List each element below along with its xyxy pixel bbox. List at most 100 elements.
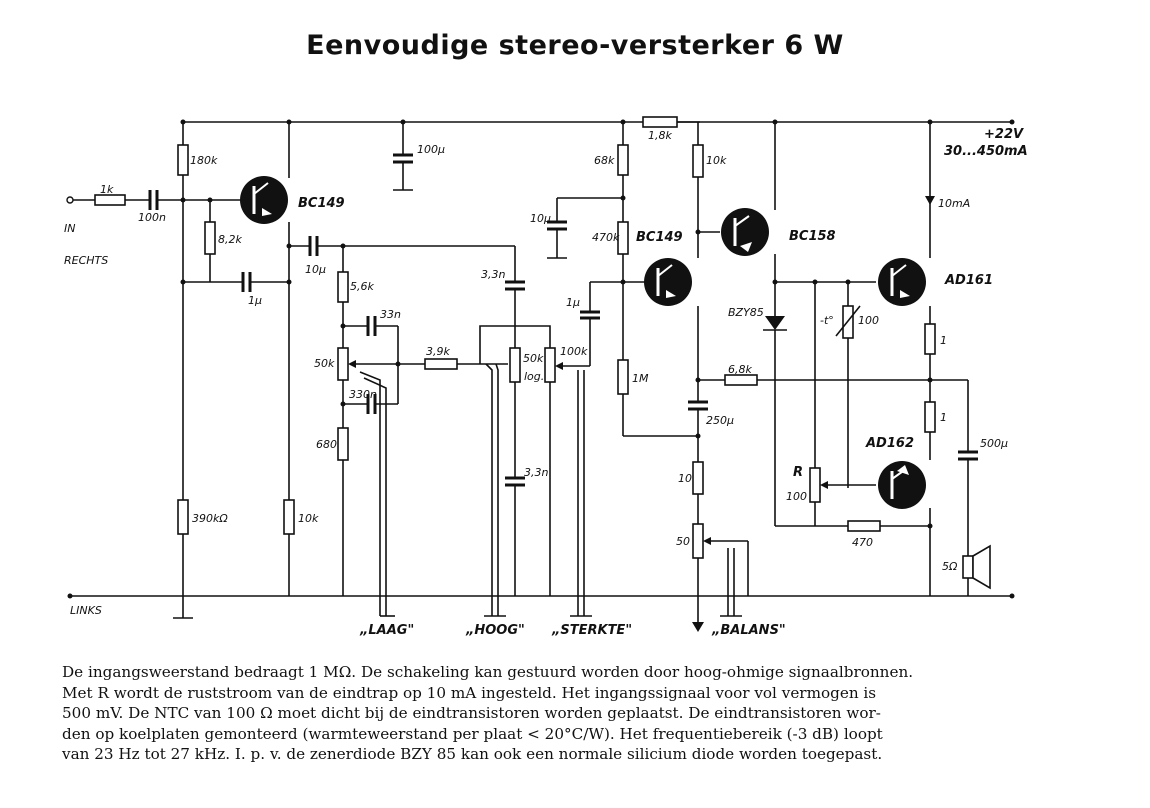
label-in: IN: [64, 222, 75, 235]
label-r470k: 470k: [592, 231, 620, 244]
ground-rail: [67, 593, 1015, 619]
label-balans: „BALANS": [711, 623, 786, 638]
label-p50k-b: 50k: [523, 352, 544, 365]
driver-stage: [547, 116, 930, 632]
label-c33n-c: 3,3n: [524, 466, 548, 479]
label-r-in: 1k: [100, 183, 114, 196]
label-c100u: 100µ: [417, 143, 445, 156]
potentiometer-laag: [337, 347, 349, 381]
caption-line: den op koelplaten gemonteerd (warmteweer…: [62, 724, 883, 743]
label-q2: BC149: [636, 230, 683, 245]
label-c10u-a: 10µ: [305, 263, 326, 276]
label-q3: BC158: [789, 229, 836, 244]
tone-network: [337, 243, 645, 617]
resistor-1k8: [642, 116, 678, 128]
label-ntc100: 100: [858, 314, 879, 327]
output-stage: [775, 119, 991, 596]
label-diode: BZY85: [728, 306, 764, 319]
label-c1u: 1µ: [248, 294, 262, 307]
amplifier-schematic: IN RECHTS LINKS +22V 30...450mA „LAAG" „…: [64, 116, 1028, 638]
label-10ma: 10mA: [938, 197, 970, 210]
label-r1-b: 1: [940, 411, 947, 424]
label-laag: „LAAG": [359, 623, 414, 638]
label-c33n-b: 3,3n: [481, 268, 505, 281]
resistor-68k-a: [617, 144, 629, 176]
resistor-1-a: [924, 323, 936, 355]
label-q5: AD162: [865, 436, 914, 451]
label-r39k: 3,9k: [426, 345, 450, 358]
label-r180k: 180k: [190, 154, 218, 167]
label-c10u-b: 10µ: [530, 212, 551, 225]
resistor-8k2: [204, 221, 216, 255]
capacitor-100u: [393, 119, 413, 191]
caption: De ingangsweerstand bedraagt 1 MΩ. De sc…: [62, 662, 1092, 765]
resistor-5k6: [337, 271, 349, 303]
transistor-q5: [878, 461, 926, 509]
label-r68k-b: 6,8k: [728, 363, 752, 376]
label-p50k-a: 50k: [314, 357, 335, 370]
label-p100k: 100k: [560, 345, 588, 358]
label-r56k: 5,6k: [350, 280, 374, 293]
label-q4: AD161: [944, 273, 993, 288]
label-c250u: 250µ: [706, 414, 734, 427]
label-r: R: [793, 465, 803, 480]
zener-diode: [763, 316, 787, 331]
label-r10k-a: 10k: [298, 512, 319, 525]
resistor-10k-a: [283, 499, 295, 535]
schematic-labels: IN RECHTS LINKS +22V 30...450mA „LAAG" „…: [64, 127, 1028, 638]
resistor-1-b: [924, 401, 936, 433]
label-r68k-a: 68k: [594, 154, 615, 167]
potentiometer-sterkte: [544, 347, 556, 383]
label-c1u-b: 1µ: [566, 296, 580, 309]
caption-line: 500 mV. De NTC van 100 Ω moet dicht bij …: [62, 704, 881, 723]
resistor-470: [847, 520, 881, 532]
label-r1-a: 1: [940, 334, 947, 347]
potentiometer-balans: [692, 523, 704, 559]
label-supply-current: 30...450mA: [944, 144, 1028, 159]
diagram-title: Eenvoudige stereo-versterker 6 W: [306, 30, 844, 61]
label-r82k: 8,2k: [218, 233, 242, 246]
resistor-1k: [94, 194, 126, 206]
label-sterkte: „STERKTE": [551, 623, 632, 638]
label-p100: 100: [786, 490, 807, 503]
resistor-10k-b: [692, 144, 704, 178]
label-r1m: 1M: [632, 372, 649, 385]
resistor-180k: [177, 144, 189, 176]
label-r10k-b: 10k: [706, 154, 727, 167]
supply-rail: [183, 119, 1015, 125]
resistor-6k8: [724, 374, 758, 386]
label-c33n-a: 33n: [380, 308, 401, 321]
label-r10: 10: [678, 472, 692, 485]
label-spk: 5Ω: [942, 560, 958, 573]
resistor-3k9: [424, 358, 458, 370]
transistor-q1: [240, 176, 288, 224]
transistor-q4: [878, 258, 926, 306]
label-c500u: 500µ: [980, 437, 1008, 450]
label-hoog: „HOOG": [465, 623, 525, 638]
resistor-470k: [617, 221, 629, 255]
input-stage: [66, 119, 515, 596]
label-log: log.: [524, 370, 544, 383]
potentiometer-r: [809, 467, 821, 503]
caption-line: van 23 Hz tot 27 kHz. I. p. v. de zenerd…: [62, 745, 883, 764]
transistor-q2: [644, 258, 692, 306]
resistor-1m: [617, 359, 629, 395]
resistor-10: [692, 461, 704, 495]
label-c330n: 330n: [349, 388, 377, 401]
resistor-680: [337, 427, 349, 461]
speaker: [962, 544, 991, 596]
label-r18k: 1,8k: [648, 129, 672, 142]
label-q1: BC149: [298, 196, 345, 211]
label-r470: 470: [852, 536, 873, 549]
label-ntc: -t°: [820, 314, 834, 327]
caption-line: De ingangsweerstand bedraagt 1 MΩ. De sc…: [62, 663, 914, 681]
resistor-390k: [177, 499, 189, 535]
label-r680: 680: [316, 438, 337, 451]
label-p50: 50: [676, 535, 690, 548]
transistor-q3: [721, 208, 769, 256]
label-supply-voltage: +22V: [984, 127, 1024, 142]
potentiometer-hoog: [509, 347, 521, 383]
label-r390k: 390kΩ: [192, 512, 228, 525]
label-rechts: RECHTS: [64, 254, 108, 267]
caption-line: Met R wordt de ruststroom van de eindtra…: [62, 683, 877, 702]
